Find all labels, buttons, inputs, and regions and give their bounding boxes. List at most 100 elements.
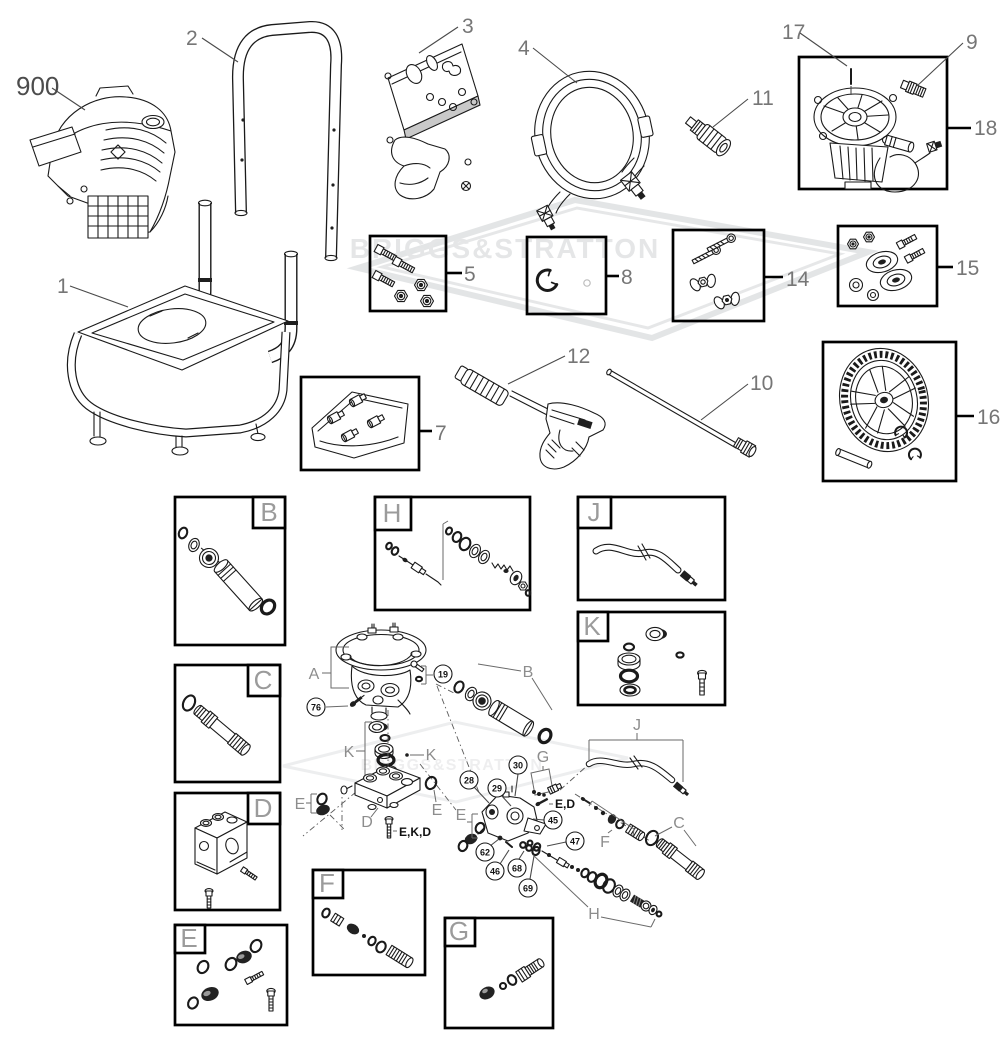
leader-coupler (712, 98, 749, 128)
svg-text:68: 68 (512, 864, 522, 874)
section-h-box (373, 495, 532, 612)
leader-engine (51, 87, 86, 111)
construction-lines (302, 683, 651, 842)
section-d-tab (246, 791, 282, 826)
wheel-kit-box (821, 340, 958, 483)
leader-d (370, 807, 379, 818)
section-j-tab (576, 495, 613, 530)
label-exploded-g: G (537, 749, 549, 766)
label-gun: 12 (567, 345, 590, 368)
nozzle-kit-box (299, 375, 421, 472)
exploded-b-parts (453, 680, 553, 745)
leader-hose (532, 47, 578, 84)
bracket-a (322, 646, 349, 689)
section-h-letter: H (383, 498, 402, 528)
ref-46: 46 (485, 861, 505, 881)
label-lance: 10 (750, 372, 773, 395)
frame-drawing (66, 199, 299, 456)
section-e-box (173, 923, 289, 1027)
exploded-h-parts (526, 839, 663, 918)
ref-45: 45 (543, 810, 563, 830)
brand-watermark-bottom: BRIGGS&STRATTON (282, 720, 629, 804)
handle-drawing (231, 21, 343, 262)
exploded-c-parts (644, 829, 705, 880)
section-e-letter: E (180, 923, 197, 953)
section-j-letter: J (588, 497, 601, 527)
label-exploded-f: F (600, 834, 610, 851)
label-exploded-ekd: E,K,D (399, 825, 431, 839)
label-exploded-d: D (361, 814, 373, 831)
label-handle: 2 (186, 27, 198, 50)
wheel-kit-contents (835, 347, 930, 469)
bracket-f (588, 800, 635, 837)
bracket-e1 (306, 793, 317, 814)
section-j-box (576, 495, 727, 602)
svg-text:29: 29 (492, 784, 502, 794)
handle-bracket-drawing (384, 43, 481, 200)
ref-29: 29 (487, 778, 507, 798)
section-g-contents (479, 958, 545, 1000)
label-nozzle-kit: 7 (435, 422, 447, 445)
section-b-box (173, 495, 287, 647)
label-exploded-e1: E (295, 796, 306, 813)
label-pump: 18 (974, 117, 997, 140)
ref-30: 30 (508, 755, 528, 775)
bolt-kit-contents (371, 243, 435, 308)
coupler-drawing (684, 116, 732, 157)
svg-text:47: 47 (570, 837, 580, 847)
section-b-letter: B (260, 497, 277, 527)
label-wingnut-kit: 14 (786, 268, 810, 291)
section-d-letter: D (254, 793, 273, 823)
section-f-box (311, 868, 427, 977)
pump-assembly-drawing (813, 87, 943, 193)
label-exploded-k2: K (426, 747, 437, 764)
section-f-contents (321, 907, 414, 969)
label-exploded-e3: E (432, 802, 443, 819)
label-handle-bracket: 3 (462, 15, 474, 38)
ref-leaders (473, 773, 567, 880)
label-fitting: 9 (966, 31, 978, 54)
ref-19-parts (410, 660, 433, 685)
section-k-box (576, 610, 727, 707)
svg-text:76: 76 (311, 703, 321, 713)
pump-box (797, 55, 949, 191)
wingnut-kit-box (671, 228, 766, 323)
leader-handle-bracket (418, 26, 459, 54)
ref-28: 28 (459, 770, 479, 790)
section-b-tab (251, 495, 287, 530)
svg-text:45: 45 (548, 816, 558, 826)
leader-lance (700, 383, 749, 421)
label-clip-kit: 8 (621, 266, 633, 289)
svg-text:62: 62 (480, 848, 490, 858)
ref-62: 62 (475, 842, 495, 862)
section-f-letter: F (319, 868, 335, 898)
e3-oring (424, 775, 438, 791)
svg-text:19: 19 (438, 670, 448, 680)
label-axle-hardware: 15 (956, 257, 979, 280)
label-exploded-e2: E (456, 807, 467, 824)
gun-drawing (454, 365, 606, 470)
bracket-e2 (467, 813, 478, 839)
label-exploded-k1: K (344, 744, 355, 761)
label-exploded-b: B (523, 664, 534, 681)
svg-text:30: 30 (513, 761, 523, 771)
leader-frame (69, 285, 129, 308)
section-d-box (173, 791, 282, 912)
ref-69: 69 (518, 878, 538, 898)
section-f-tab (311, 868, 345, 900)
bracket-j (588, 733, 684, 782)
fitting-drawing (899, 79, 927, 98)
section-c-tab (246, 663, 282, 698)
svg-text:28: 28 (464, 776, 474, 786)
label-hose: 4 (518, 37, 530, 60)
section-d-contents (194, 811, 258, 909)
ref-47: 47 (565, 831, 585, 851)
section-b-contents (177, 526, 277, 616)
label-exploded-c: C (673, 815, 685, 832)
nozzle-kit-contents (311, 391, 409, 459)
section-c-letter: C (254, 665, 273, 695)
ekd-bolt (384, 816, 394, 839)
ref-19: 19 (433, 664, 453, 684)
outlet-valve-body-drawing (477, 785, 547, 857)
